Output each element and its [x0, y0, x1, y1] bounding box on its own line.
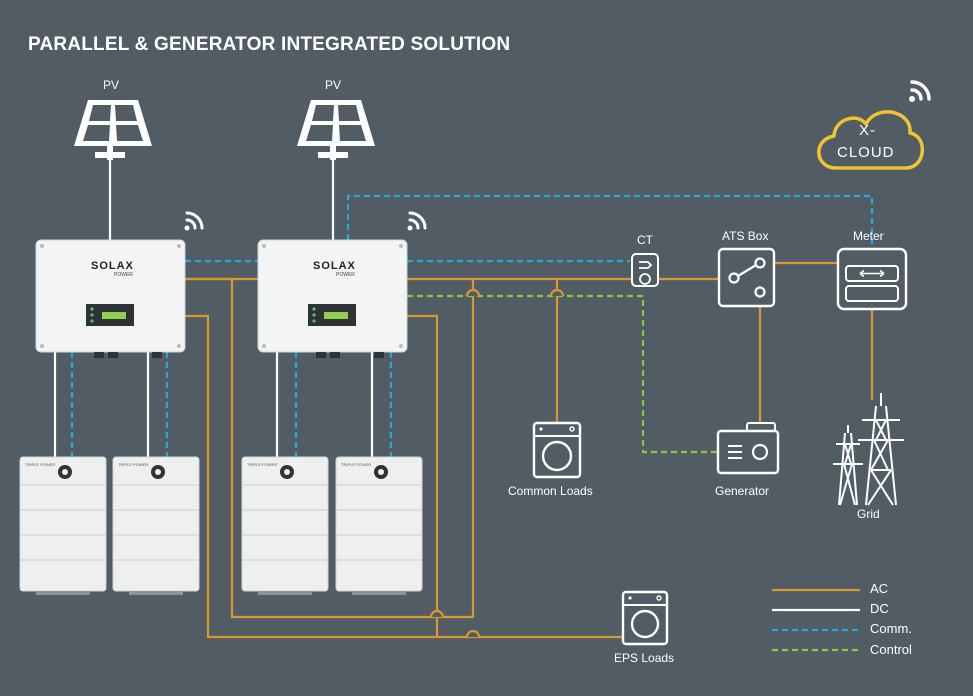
control-wires: [407, 294, 718, 454]
battery-brand: TRIPLE POWER: [25, 462, 55, 467]
meter-icon: [836, 247, 908, 311]
ats-box-icon: [717, 247, 776, 308]
common-loads-label: Common Loads: [508, 484, 593, 498]
ct-label: CT: [637, 233, 653, 247]
x-cloud-icon: [817, 110, 925, 170]
transmission-tower-icon: [833, 393, 904, 506]
washing-machine-icon: [621, 590, 669, 646]
wires: [53, 160, 874, 639]
inverter-1: [35, 239, 186, 358]
pv-panel-1: [74, 100, 152, 160]
wifi-icon: [909, 80, 931, 102]
eps-loads-label: EPS Loads: [614, 651, 675, 665]
inverter-2: [257, 239, 408, 358]
pv-label: PV: [325, 78, 342, 92]
legend-label-comm: Comm.: [870, 621, 912, 636]
battery-stacks: TRIPLE POWER TRIPLE POWER TRIPLE POWER TRIP…: [19, 456, 423, 595]
wifi-icon: [407, 211, 427, 231]
cloud-label-line2: CLOUD: [837, 144, 895, 161]
bridge-humps: [429, 288, 565, 638]
battery-module: TRIPLE POWER: [19, 456, 107, 595]
ct-sensor: [631, 253, 659, 287]
battery-module: TRIPLE POWER: [241, 456, 329, 595]
legend-label-ac: AC: [870, 581, 889, 596]
battery-module: TRIPLE POWER: [335, 456, 423, 595]
wifi-icon: [184, 211, 204, 231]
inverter-brand-sub: POWER: [114, 272, 133, 278]
legend: [772, 588, 860, 652]
meter-label: Meter: [853, 229, 884, 243]
legend-label-control: Control: [870, 642, 912, 657]
ats-label: ATS Box: [722, 229, 769, 243]
inverter-brand: SOLAX: [91, 260, 134, 272]
battery-module: TRIPLE POWER: [112, 456, 200, 595]
dc-wires: [53, 160, 374, 460]
inverter-brand: SOLAX: [313, 260, 356, 272]
generator-label: Generator: [715, 484, 770, 498]
grid-label: Grid: [857, 507, 880, 521]
inverter-brand-sub: POWER: [336, 272, 355, 278]
battery-brand: TRIPLE POWER: [118, 462, 148, 467]
comm-wires: [70, 194, 874, 460]
washing-machine-icon: [532, 421, 582, 479]
legend-label-dc: DC: [870, 601, 889, 616]
pv-panel-2: [297, 100, 375, 160]
pv-label: PV: [103, 78, 120, 92]
battery-brand: TRIPLE POWER: [247, 462, 277, 467]
page-title: PARALLEL & GENERATOR INTEGRATED SOLUTION: [28, 34, 511, 55]
generator-icon: [716, 422, 780, 475]
cloud-label-line1: X-: [859, 122, 876, 139]
battery-brand: TRIPLE POWER: [341, 462, 371, 467]
